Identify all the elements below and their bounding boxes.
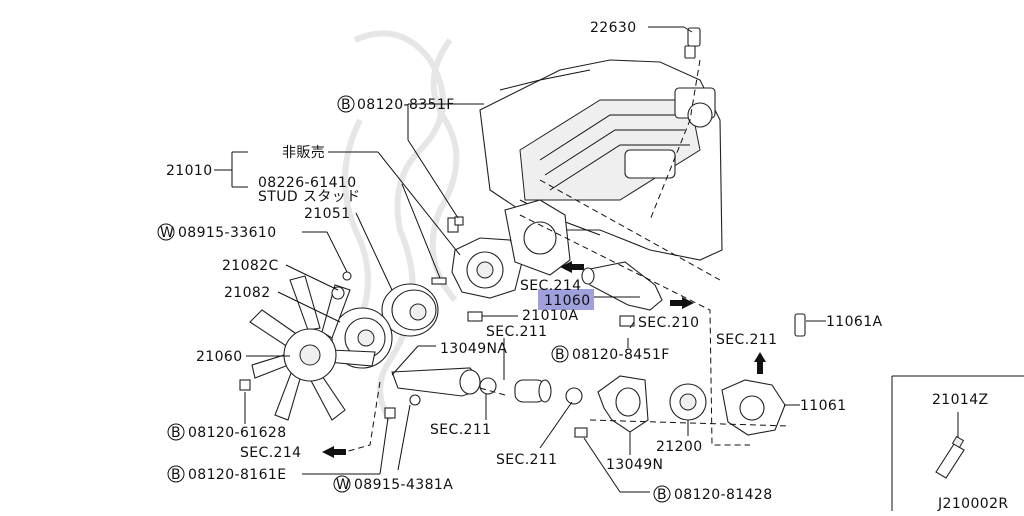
label-21082c: 21082C: [222, 258, 279, 274]
label-not-for-sale: 非販売: [282, 145, 325, 161]
label-sec210: SEC.210: [638, 315, 699, 331]
diagram-code: J210002R: [937, 496, 1009, 511]
label-sec211-mid: SEC.211: [486, 324, 547, 340]
prefix-w-08915-33610: W: [160, 225, 174, 241]
thermostat-housing-drawing: [597, 375, 649, 433]
prefix-circles: B W B B W B B: [157, 95, 671, 503]
label-08120-8451f: 08120-8451F: [572, 347, 670, 363]
leader-lines: [214, 26, 826, 493]
label-08120-8161e: 08120-8161E: [188, 467, 286, 483]
water-outlet-drawing: [581, 261, 663, 311]
hose-and-clamps-drawing: [479, 377, 583, 405]
label-13049n: 13049N: [606, 457, 663, 473]
arrow-left-sec214: [560, 261, 584, 273]
inset-box: [891, 375, 1024, 511]
label-21060: 21060: [196, 349, 243, 365]
label-sec211-right: SEC.211: [716, 332, 777, 348]
label-21051: 21051: [304, 206, 351, 222]
label-sec211-left: SEC.211: [430, 422, 491, 438]
water-pipe-drawing: [391, 367, 481, 397]
prefix-b-08120-8451f: B: [555, 347, 565, 363]
water-pump-drawing: [447, 217, 523, 299]
label-08915-33610: 08915-33610: [178, 225, 277, 241]
prefix-b-08120-8161e: B: [171, 467, 181, 483]
cooling-fan-drawing: [249, 275, 376, 421]
label-21200: 21200: [656, 439, 703, 455]
direction-arrows: [322, 261, 766, 458]
label-08915-4381a: 08915-4381A: [354, 477, 453, 493]
label-21010: 21010: [166, 163, 213, 179]
housing-drawing: [504, 199, 571, 276]
sealant-tube-drawing: [935, 443, 965, 479]
label-21082: 21082: [224, 285, 271, 301]
arrow-left-sec214-bottom: [322, 446, 346, 458]
prefix-b-08120-8351f: B: [341, 97, 351, 113]
pulley-21051-drawing: [381, 283, 439, 337]
label-13049na: 13049NA: [440, 341, 507, 357]
dashed-reference-lines: [344, 59, 791, 453]
label-stud: STUD スタッド: [258, 189, 361, 205]
thermostat-drawing: [669, 383, 707, 421]
water-inlet-drawing: [721, 313, 806, 436]
label-11061: 11061: [800, 398, 847, 414]
label-08120-8351f: 08120-8351F: [357, 97, 455, 113]
label-08226-61410: 08226-61410: [258, 175, 357, 191]
arrow-right-sec210: [670, 297, 694, 309]
prefix-b-08120-61628: B: [171, 425, 181, 441]
label-11061a: 11061A: [826, 314, 883, 330]
prefix-w-08915-4381a: W: [336, 477, 350, 493]
label-21010a: 21010A: [522, 308, 579, 324]
label-22630: 22630: [590, 20, 637, 36]
label-08120-81428: 08120-81428: [674, 487, 773, 503]
label-sec211-center: SEC.211: [496, 452, 557, 468]
highlight-box-11060: [538, 289, 594, 310]
part-labels: 22630 08120-8351F 21010 非販売 08226-61410 …: [166, 20, 1009, 512]
label-sec214-top: SEC.214: [520, 278, 581, 294]
prefix-b-08120-81428: B: [657, 487, 667, 503]
label-21014z: 21014Z: [932, 392, 989, 408]
label-11060: 11060: [544, 293, 591, 309]
arrow-up-sec211: [754, 352, 766, 374]
label-08120-61628: 08120-61628: [188, 425, 287, 441]
sensor-22630-drawing: [684, 27, 701, 59]
label-sec214-bottom: SEC.214: [240, 445, 301, 461]
